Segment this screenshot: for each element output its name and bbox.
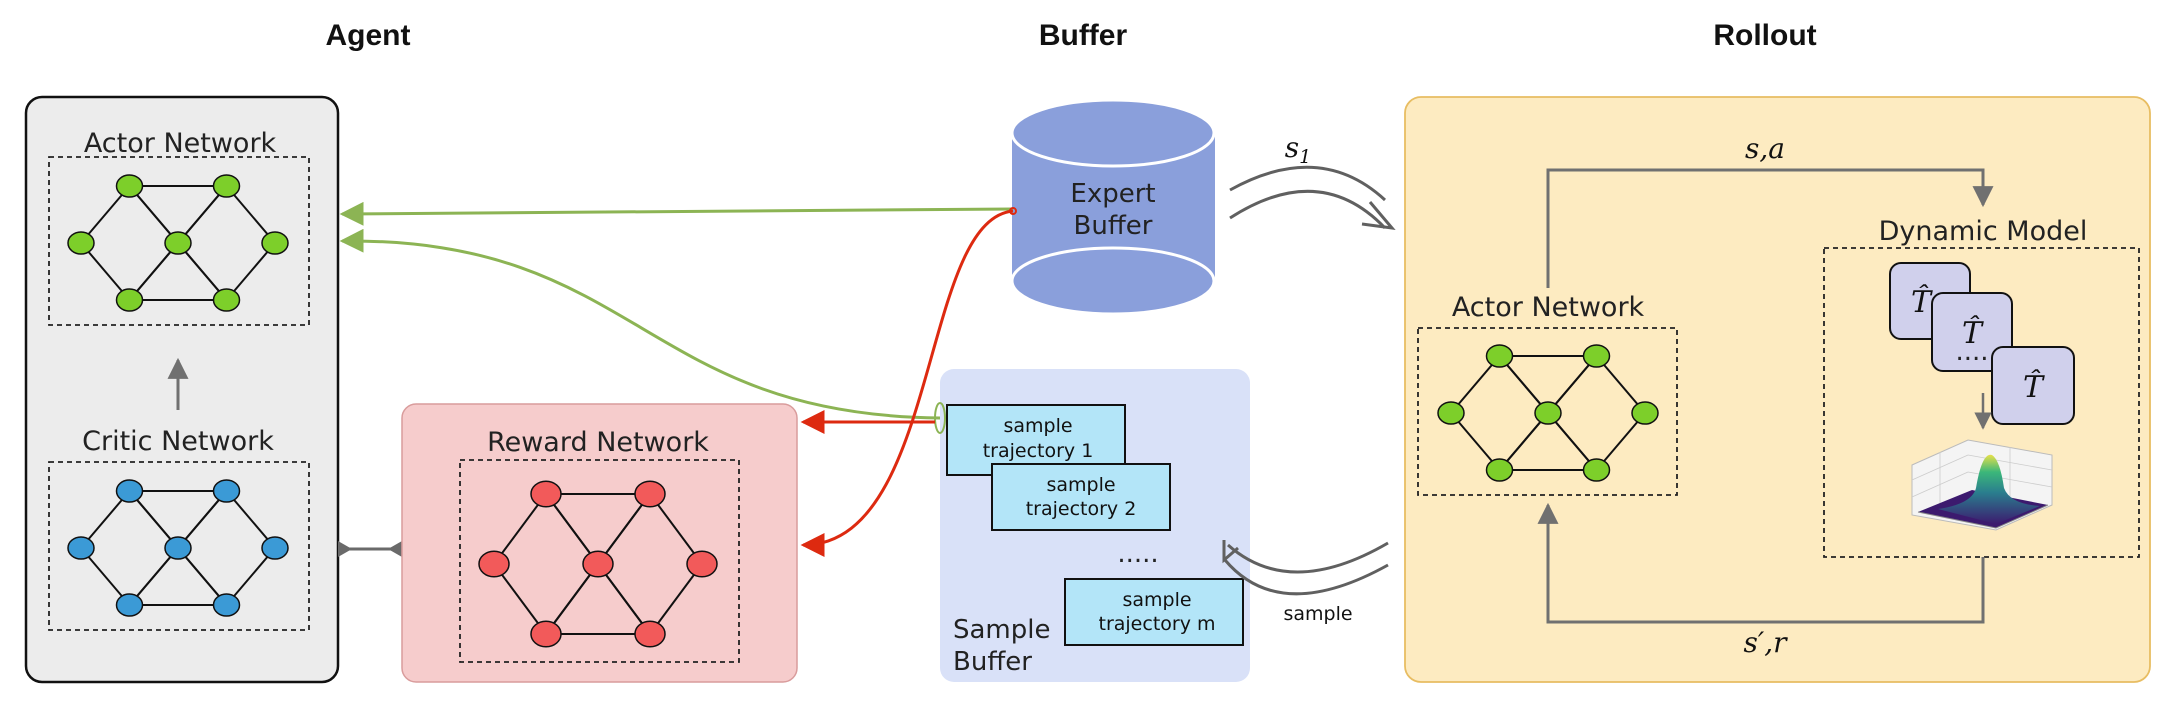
network-node <box>115 288 144 312</box>
dynamic-model-label: Dynamic Model <box>1879 216 2088 247</box>
reward-network-icon <box>478 480 718 648</box>
edge-actor-to-dynamic <box>1546 168 1994 288</box>
network-node <box>530 480 562 508</box>
edge-label-sa: s,a <box>1745 132 1785 165</box>
expert-buffer-label-line2: Buffer <box>1074 211 1153 241</box>
network-node <box>1631 401 1659 425</box>
actor-network-icon <box>67 174 289 312</box>
transition-model-card-3: T̂ <box>1991 346 2075 425</box>
trajectory-2-line1: sample <box>1046 474 1115 496</box>
trajectory-2-line2: trajectory 2 <box>1026 498 1137 520</box>
trajectory-1-line2: trajectory 1 <box>983 440 1094 462</box>
edge-expert-to-reward <box>800 209 1014 557</box>
expert-buffer-port <box>1009 207 1017 215</box>
expert-buffer-cylinder <box>1010 98 1216 316</box>
network-node <box>212 479 241 503</box>
svg-text:T̂: T̂ <box>2023 370 2045 405</box>
svg-text:T̂: T̂ <box>1911 285 1933 320</box>
network-node <box>164 536 192 560</box>
rollout-panel <box>1404 96 2151 683</box>
edge-label-sr: s′,r <box>1743 626 1788 659</box>
agent-reward-connector <box>338 541 402 557</box>
network-edge <box>493 493 547 565</box>
network-node <box>261 536 289 560</box>
network-node <box>212 288 241 312</box>
network-node <box>212 174 241 198</box>
trajectory-box-2 <box>991 463 1171 531</box>
trajectory-box-m <box>1064 578 1244 646</box>
network-node <box>67 536 95 560</box>
agent-actor-label: Actor Network <box>84 128 277 159</box>
section-title-agent: Agent <box>326 19 411 52</box>
network-edge <box>493 563 547 635</box>
network-node <box>530 620 562 648</box>
network-edge <box>597 493 651 565</box>
sample-flow-arrow <box>1222 540 1389 596</box>
edge-label-s1: s1 <box>1285 131 1311 168</box>
edge-sample-to-actor <box>339 228 941 420</box>
network-node <box>686 550 718 578</box>
reward-network-label: Reward Network <box>487 427 709 458</box>
network-node <box>1582 458 1611 482</box>
network-node <box>1437 401 1465 425</box>
edge-dynamic-to-actor <box>1537 502 1985 624</box>
network-edge <box>649 493 703 565</box>
trajectory-m-line1: sample <box>1122 589 1191 611</box>
rollout-actor-frame <box>1417 327 1678 496</box>
critic-network-icon <box>67 479 289 617</box>
trajectory-1-line1: sample <box>1003 415 1072 437</box>
network-node <box>115 174 144 198</box>
reward-network-frame <box>459 459 740 663</box>
network-node <box>115 479 144 503</box>
rollout-actor-network-icon <box>1437 344 1659 482</box>
network-node <box>1485 458 1514 482</box>
s1-flow-arrow <box>1229 165 1396 231</box>
agent-panel <box>24 95 340 684</box>
agent-actor-frame <box>48 156 310 326</box>
network-node <box>582 550 614 578</box>
network-node <box>1534 401 1562 425</box>
agent-critic-label: Critic Network <box>82 426 274 457</box>
3d-surface-plot-icon <box>1911 439 2053 531</box>
reward-panel <box>401 403 798 683</box>
network-node <box>212 593 241 617</box>
trajectory-m-line2: trajectory m <box>1099 613 1216 635</box>
section-title-rollout: Rollout <box>1713 19 1816 52</box>
network-edge <box>649 563 703 635</box>
network-node <box>634 620 666 648</box>
transition-ellipsis: .... <box>1955 337 1988 367</box>
dynamic-model-frame <box>1823 247 2140 558</box>
sample-buffer-label-line1: Sample <box>953 615 1051 645</box>
agent-critic-frame <box>48 461 310 631</box>
network-node <box>261 231 289 255</box>
network-node <box>1485 344 1514 368</box>
network-node <box>1582 344 1611 368</box>
trajectory-ellipsis: ..... <box>1117 539 1158 569</box>
edge-expert-to-actor <box>339 201 1014 226</box>
network-node <box>634 480 666 508</box>
edge-label-sample: sample <box>1283 603 1352 625</box>
transition-model-card-2: T̂ <box>1931 292 2013 372</box>
rollout-actor-label: Actor Network <box>1452 292 1645 323</box>
expert-buffer-label-line1: Expert <box>1070 179 1155 209</box>
network-node <box>67 231 95 255</box>
network-edge <box>597 563 651 635</box>
network-node <box>164 231 192 255</box>
section-title-buffer: Buffer <box>1039 19 1128 52</box>
sample-buffer-port <box>934 402 946 434</box>
sample-buffer-label-line2: Buffer <box>953 647 1032 677</box>
svg-text:T̂: T̂ <box>1962 316 1984 351</box>
network-node <box>115 593 144 617</box>
network-node <box>478 550 510 578</box>
